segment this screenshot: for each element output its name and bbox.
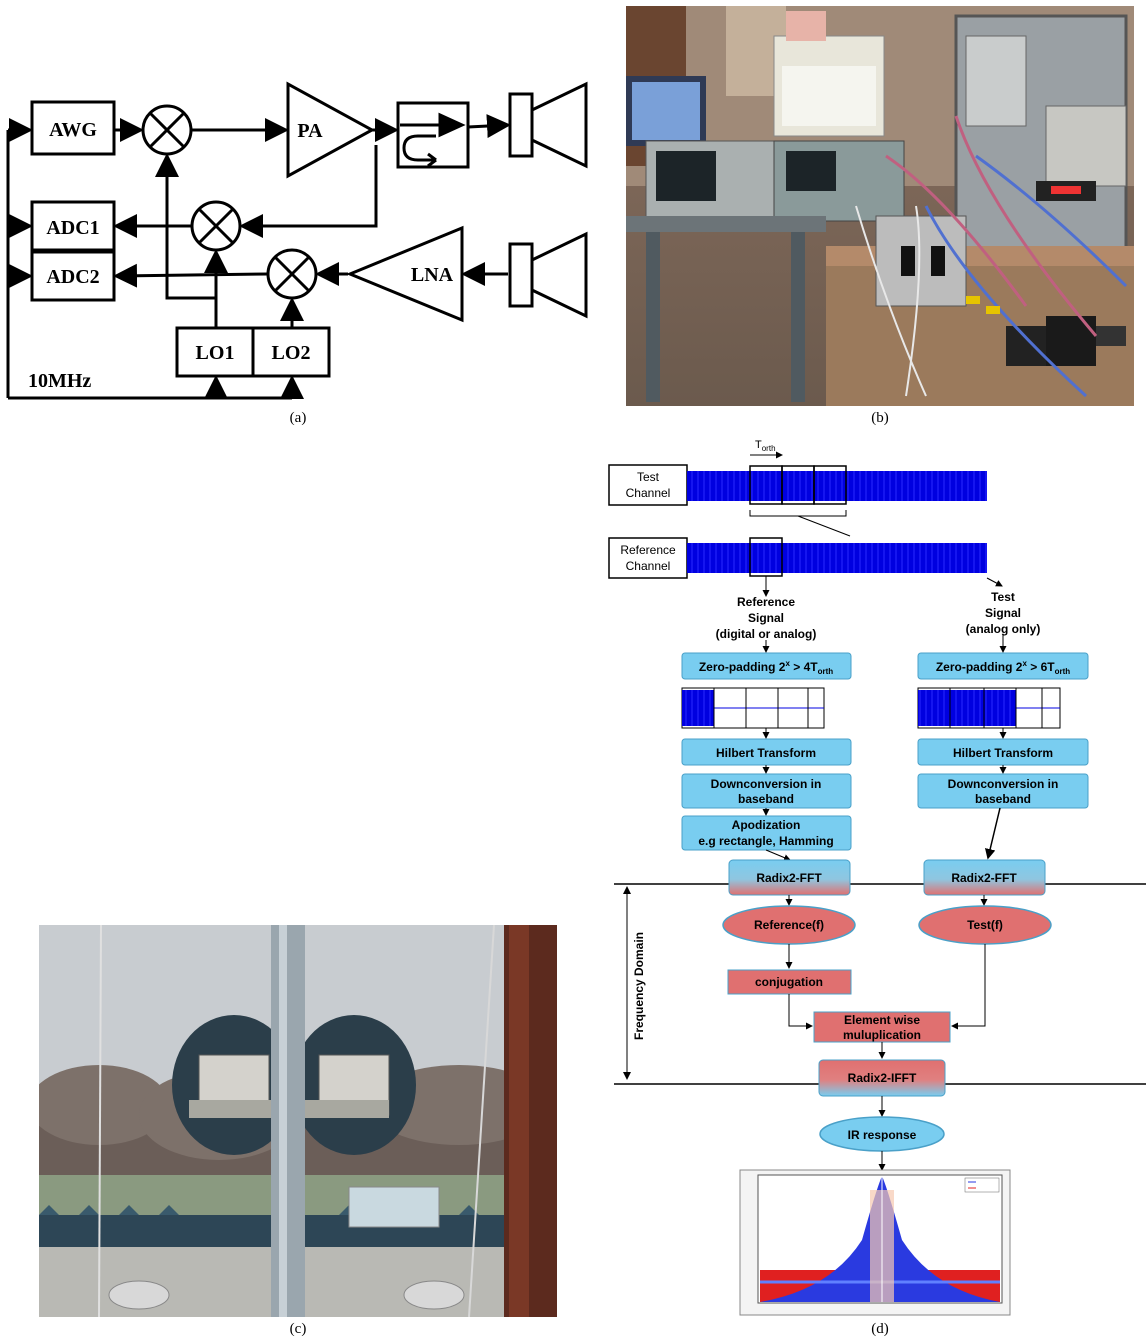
reference-channel-label-box bbox=[608, 537, 688, 579]
flowchart-svg: Test Channel Torth Reference Channel Ref… bbox=[608, 439, 1146, 1316]
fft-left-label: Radix2-FFT bbox=[756, 871, 822, 885]
pa-label: PA bbox=[297, 120, 323, 142]
test-channel-label-box bbox=[608, 464, 688, 506]
test-signal-line1: Test bbox=[991, 590, 1015, 604]
test-channel-label-line2: Channel bbox=[626, 486, 671, 500]
downconversion-right-box bbox=[917, 773, 1089, 809]
test-signal-line2: Signal bbox=[985, 606, 1021, 620]
block-diagram-svg: AWG ADC1 ADC2 PA LNA LO1 LO2 10MHz bbox=[6, 81, 588, 400]
photo-lab-setup bbox=[626, 6, 1134, 406]
photo-antennas bbox=[39, 925, 557, 1317]
panel-a-block-diagram: AWG ADC1 ADC2 PA LNA LO1 LO2 10MHz bbox=[0, 70, 600, 410]
antenna-photo-svg bbox=[39, 925, 557, 1317]
ref-clock-label: 10MHz bbox=[28, 370, 91, 392]
reference-channel-label-line1: Reference bbox=[620, 543, 676, 557]
downconversion-right-line2: baseband bbox=[975, 792, 1031, 806]
reference-f-label: Reference(f) bbox=[754, 918, 824, 932]
elementwise-line2: muluplication bbox=[843, 1028, 921, 1042]
downconversion-left-line1: Downconversion in bbox=[711, 777, 822, 791]
lo1-label: LO1 bbox=[196, 342, 235, 364]
test-f-label: Test(f) bbox=[967, 918, 1003, 932]
elementwise-box bbox=[813, 1011, 951, 1043]
rx-horn-antenna bbox=[530, 231, 588, 319]
test-channel-signal bbox=[687, 471, 987, 501]
ir-response-label: IR response bbox=[848, 1128, 917, 1142]
fft-right-label: Radix2-FFT bbox=[951, 871, 1017, 885]
downconversion-right-line1: Downconversion in bbox=[948, 777, 1059, 791]
panel-d-flowchart: Test Channel Torth Reference Channel Ref… bbox=[600, 430, 1146, 1320]
torth-label: Torth bbox=[755, 439, 776, 453]
caption-b: (b) bbox=[871, 410, 889, 426]
hilbert-right-label: Hilbert Transform bbox=[953, 746, 1053, 760]
lna-label: LNA bbox=[411, 264, 454, 286]
caption-c: (c) bbox=[289, 1321, 307, 1337]
hilbert-left-label: Hilbert Transform bbox=[716, 746, 816, 760]
lab-photo-svg bbox=[626, 6, 1134, 406]
adc2-label: ADC2 bbox=[46, 266, 99, 288]
tx-horn-antenna bbox=[530, 81, 588, 169]
ir-response-plot bbox=[739, 1169, 1011, 1316]
test-channel-label-line1: Test bbox=[637, 470, 660, 484]
ifft-label: Radix2-IFFT bbox=[848, 1071, 917, 1085]
adc1-label: ADC1 bbox=[46, 217, 99, 239]
reference-signal-line3: (digital or analog) bbox=[716, 627, 817, 641]
reference-channel-label-line2: Channel bbox=[626, 559, 671, 573]
zero-padding-left-box bbox=[681, 652, 852, 680]
apodization-line2: e.g rectangle, Hamming bbox=[698, 834, 833, 848]
zero-padding-left-label: Zero-padding 2x > 4Torth bbox=[699, 659, 833, 676]
downconversion-left-line2: baseband bbox=[738, 792, 794, 806]
conjugation-label: conjugation bbox=[755, 975, 823, 989]
caption-d: (d) bbox=[871, 1321, 889, 1337]
reference-channel-signal bbox=[687, 543, 987, 573]
reference-signal-line1: Reference bbox=[737, 595, 795, 609]
elementwise-line1: Element wise bbox=[844, 1013, 920, 1027]
frequency-domain-label: Frequency Domain bbox=[632, 932, 646, 1040]
zero-padding-right-label: Zero-padding 2x > 6Torth bbox=[936, 659, 1070, 676]
zero-padding-right-box bbox=[917, 652, 1089, 680]
lo2-label: LO2 bbox=[272, 342, 311, 364]
tx-antenna-flange bbox=[508, 92, 534, 158]
caption-a: (a) bbox=[289, 410, 307, 426]
rx-antenna-flange bbox=[508, 242, 534, 308]
apodization-line1: Apodization bbox=[732, 818, 801, 832]
awg-label: AWG bbox=[49, 119, 97, 141]
reference-signal-line2: Signal bbox=[748, 611, 784, 625]
test-signal-line3: (analog only) bbox=[966, 622, 1041, 636]
